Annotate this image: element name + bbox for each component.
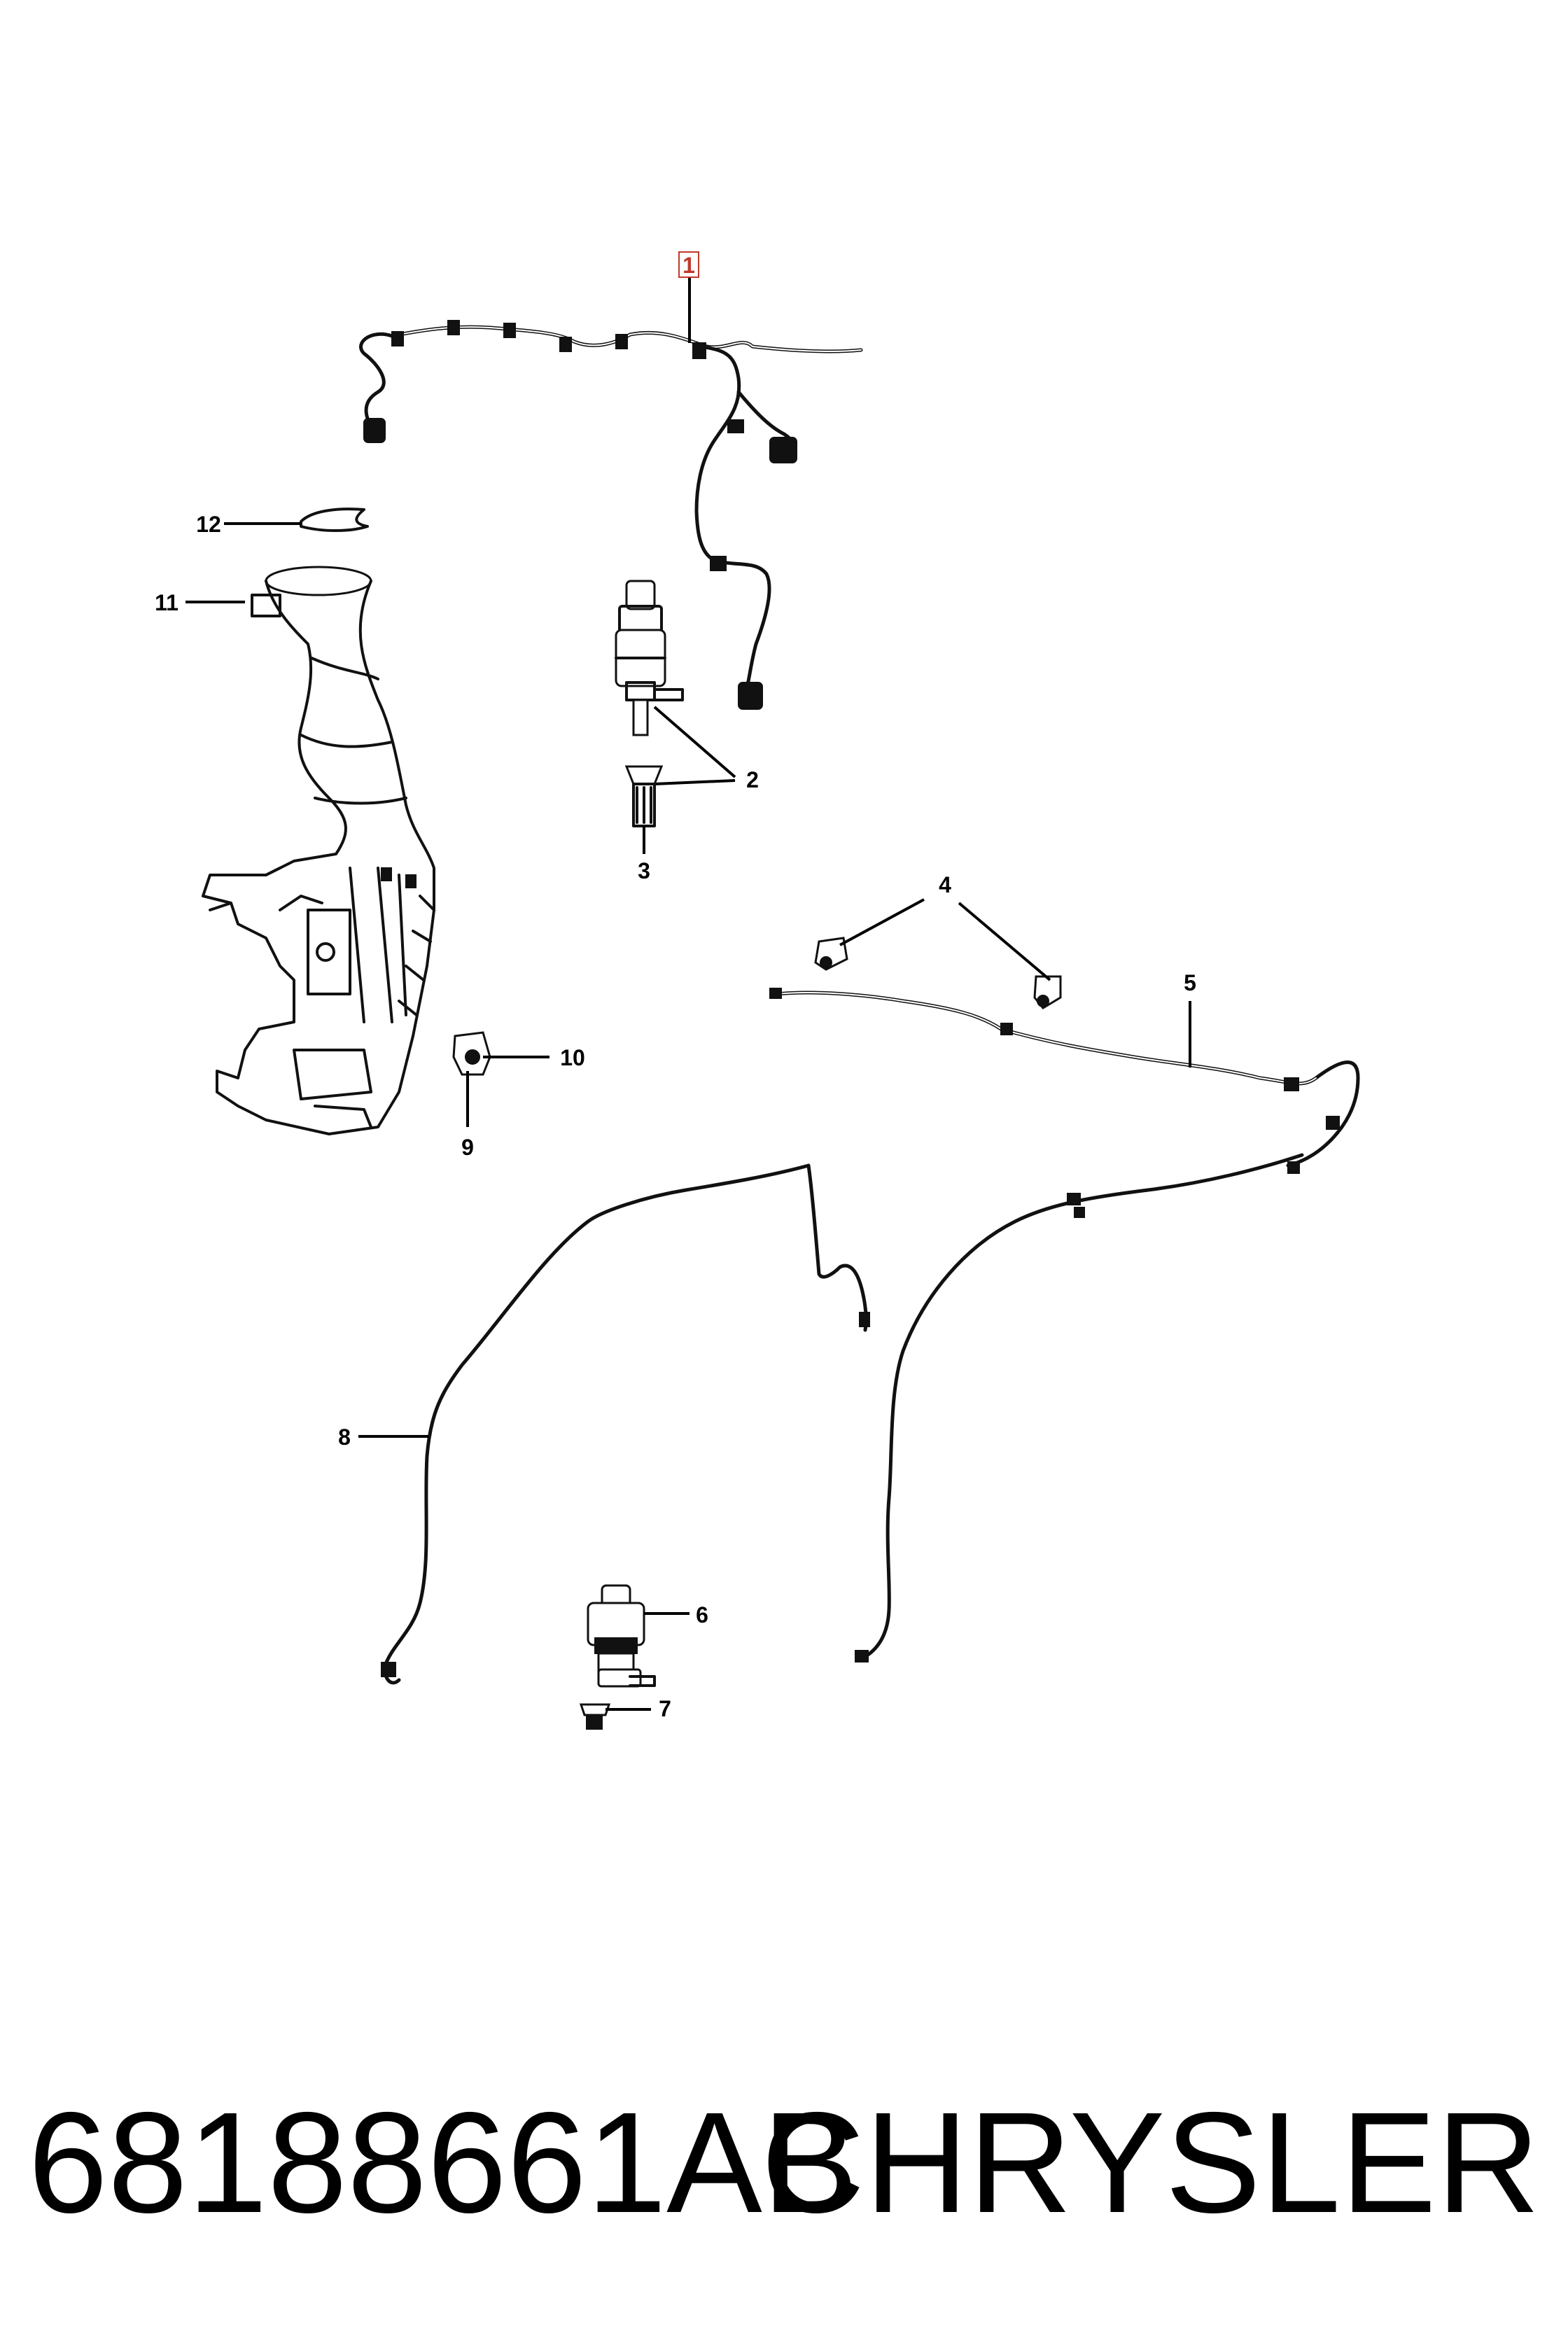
callout-10: 10 <box>560 1045 585 1070</box>
callout-1: 1 <box>682 253 695 278</box>
callout-6: 6 <box>696 1602 708 1628</box>
callout-12: 12 <box>196 512 221 537</box>
callout-9: 9 <box>461 1135 474 1160</box>
callout-8: 8 <box>338 1424 351 1450</box>
washer-hose-long-right <box>855 1153 1304 1662</box>
part-number: 68188661AB <box>28 2082 858 2243</box>
callout-11: 11 <box>155 590 178 615</box>
washer-pump-part-6 <box>587 1584 656 1688</box>
callout-4: 4 <box>939 872 951 897</box>
grommet-part-3 <box>624 765 664 827</box>
callout-7: 7 <box>659 1696 671 1721</box>
clip-part-9 <box>452 1031 491 1076</box>
washer-hose-part-8 <box>381 1163 870 1685</box>
callout-3: 3 <box>638 858 650 883</box>
brand-name: CHRYSLER <box>761 2082 1540 2243</box>
washer-nozzle-part-4 <box>814 937 1062 1009</box>
washer-pump-part-2 <box>615 580 684 736</box>
washer-reservoir-part-11 <box>202 566 435 1135</box>
bracket-part-12 <box>300 507 369 532</box>
footer-caption: 68188661AB CHRYSLER <box>0 2072 1568 2254</box>
grommet-part-7 <box>579 1703 611 1730</box>
callout-2: 2 <box>746 767 759 792</box>
washer-hose-part-5 <box>769 988 1360 1168</box>
wiring-harness-part-1 <box>359 320 863 710</box>
callout-5: 5 <box>1184 970 1196 995</box>
